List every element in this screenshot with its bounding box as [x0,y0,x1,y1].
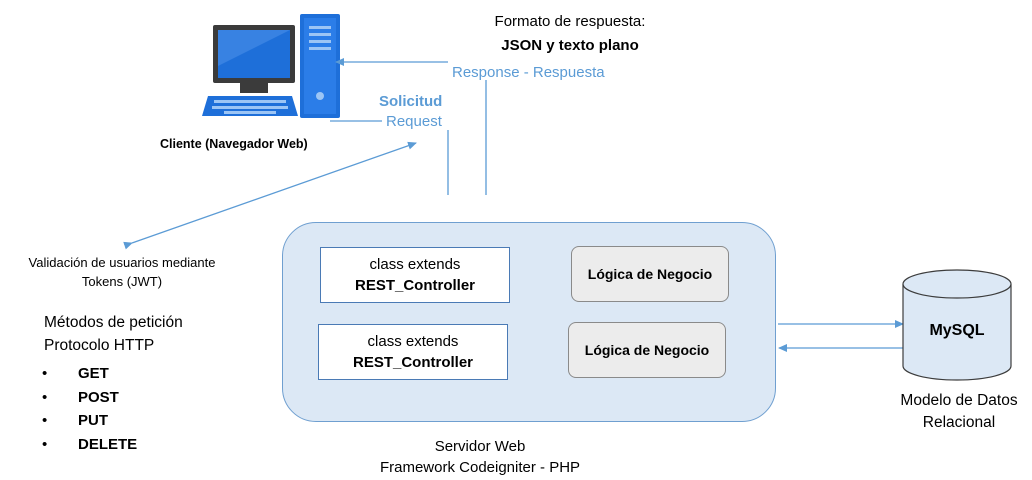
rest-controller-line-1: class extends [367,333,459,350]
server-caption-1: Servidor Web [434,438,526,455]
database-caption-2: Relacional [922,414,996,431]
methods-list: •GET •POST •PUT •DELETE [42,362,137,456]
rest-controller-name: REST_Controller [354,277,475,294]
method-item: •POST [42,386,137,410]
bullet-icon: • [42,388,48,406]
request-label: Request [386,113,442,130]
bullet-icon: • [42,435,48,453]
validation-line-1: Validación de usuarios mediante [28,255,216,270]
database-caption-1: Modelo de Datos [900,392,1018,409]
business-logic-box-2: Lógica de Negocio [568,322,726,378]
bullet-icon: • [42,412,48,429]
method-item: •DELETE [42,433,137,457]
request-title: Solicitud [379,93,443,110]
computer-icon [202,14,340,118]
response-format-value: JSON y texto plano [501,37,639,54]
methods-protocol: Protocolo HTTP [44,337,155,354]
method-item: •PUT [42,409,137,433]
methods-title: Métodos de petición [44,314,183,331]
client-label: Cliente (Navegador Web) [160,137,308,151]
rest-controller-name: REST_Controller [352,354,473,371]
database-icon [902,269,1012,381]
rest-controller-line-1: class extends [369,256,461,273]
rest-controller-box-1: class extends REST_Controller [320,247,510,303]
validation-line-2: Tokens (JWT) [81,274,163,289]
server-caption-2: Framework Codeigniter - PHP [379,459,581,476]
rest-controller-box-2: class extends REST_Controller [318,324,508,380]
response-label: Response - Respuesta [452,64,605,81]
database-name: MySQL [929,322,985,339]
response-format-title: Formato de respuesta: [494,13,646,30]
business-logic-box-1: Lógica de Negocio [571,246,729,302]
bullet-icon: • [42,365,48,382]
method-item: •GET [42,362,137,386]
validation-arrow [123,141,417,250]
